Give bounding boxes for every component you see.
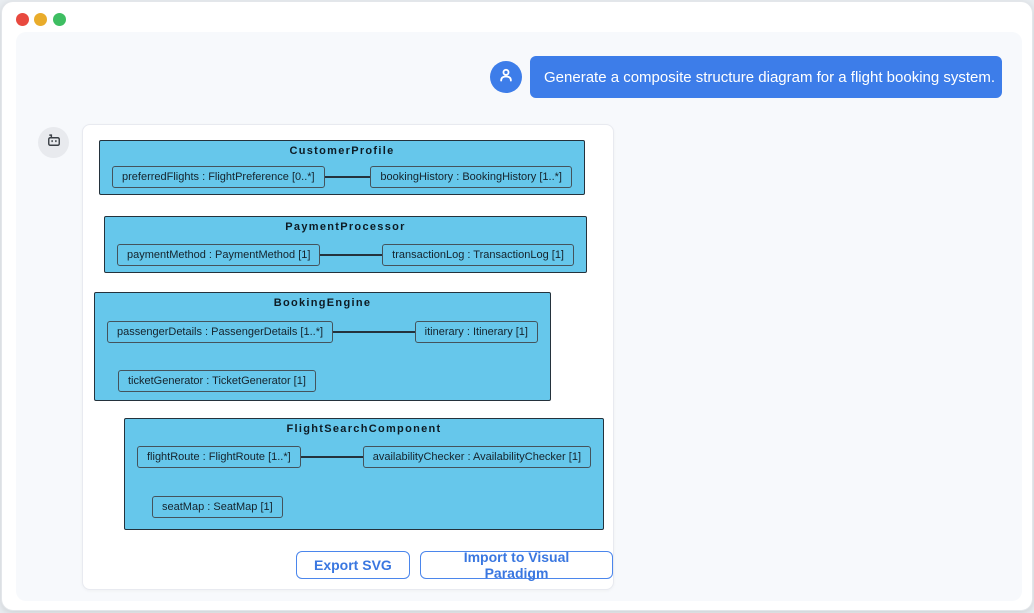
person-icon bbox=[497, 66, 515, 89]
part-box: paymentMethod : PaymentMethod [1] bbox=[117, 244, 321, 266]
part-box: bookingHistory : BookingHistory [1..*] bbox=[370, 166, 572, 188]
connector-line bbox=[300, 456, 363, 458]
component-title: BookingEngine bbox=[273, 297, 372, 309]
window-maximize-button[interactable] bbox=[53, 13, 66, 26]
export-svg-button[interactable]: Export SVG bbox=[296, 551, 410, 579]
connector-line bbox=[333, 331, 415, 333]
diagram-card: CustomerProfile preferredFlights : Fligh… bbox=[82, 124, 614, 590]
chat-panel: Generate a composite structure diagram f… bbox=[16, 32, 1022, 601]
part-row: paymentMethod : PaymentMethod [1] transa… bbox=[117, 244, 574, 266]
import-visual-paradigm-button[interactable]: Import to Visual Paradigm bbox=[420, 549, 613, 581]
component-title: CustomerProfile bbox=[289, 145, 395, 157]
part-box: passengerDetails : PassengerDetails [1..… bbox=[107, 321, 334, 343]
part-box: ticketGenerator : TicketGenerator [1] bbox=[118, 370, 316, 392]
part-box: itinerary : Itinerary [1] bbox=[414, 321, 538, 343]
part-box: preferredFlights : FlightPreference [0..… bbox=[112, 166, 325, 188]
connector-line bbox=[320, 254, 383, 256]
user-message-bubble: Generate a composite structure diagram f… bbox=[530, 56, 1002, 98]
component-title: PaymentProcessor bbox=[285, 221, 406, 233]
user-message-text: Generate a composite structure diagram f… bbox=[544, 68, 996, 86]
part-row: flightRoute : FlightRoute [1..*] availab… bbox=[137, 446, 591, 468]
part-box: availabilityChecker : AvailabilityChecke… bbox=[362, 446, 591, 468]
part-row: preferredFlights : FlightPreference [0..… bbox=[112, 166, 572, 188]
part-row: passengerDetails : PassengerDetails [1..… bbox=[107, 321, 538, 343]
part-box: transactionLog : TransactionLog [1] bbox=[382, 244, 574, 266]
window-titlebar bbox=[2, 2, 1032, 32]
component-customer-profile: CustomerProfile preferredFlights : Fligh… bbox=[99, 140, 585, 195]
component-flight-search: FlightSearchComponent flightRoute : Flig… bbox=[124, 418, 604, 530]
window-minimize-button[interactable] bbox=[34, 13, 47, 26]
part-box: seatMap : SeatMap [1] bbox=[152, 496, 283, 518]
part-box: flightRoute : FlightRoute [1..*] bbox=[137, 446, 301, 468]
user-avatar bbox=[490, 61, 522, 93]
component-booking-engine: BookingEngine passengerDetails : Passeng… bbox=[94, 292, 551, 401]
window-close-button[interactable] bbox=[16, 13, 29, 26]
component-payment-processor: PaymentProcessor paymentMethod : Payment… bbox=[104, 216, 587, 273]
connector-line bbox=[324, 176, 371, 178]
robot-icon bbox=[45, 131, 63, 154]
component-title: FlightSearchComponent bbox=[286, 423, 442, 435]
bot-avatar bbox=[38, 127, 69, 158]
